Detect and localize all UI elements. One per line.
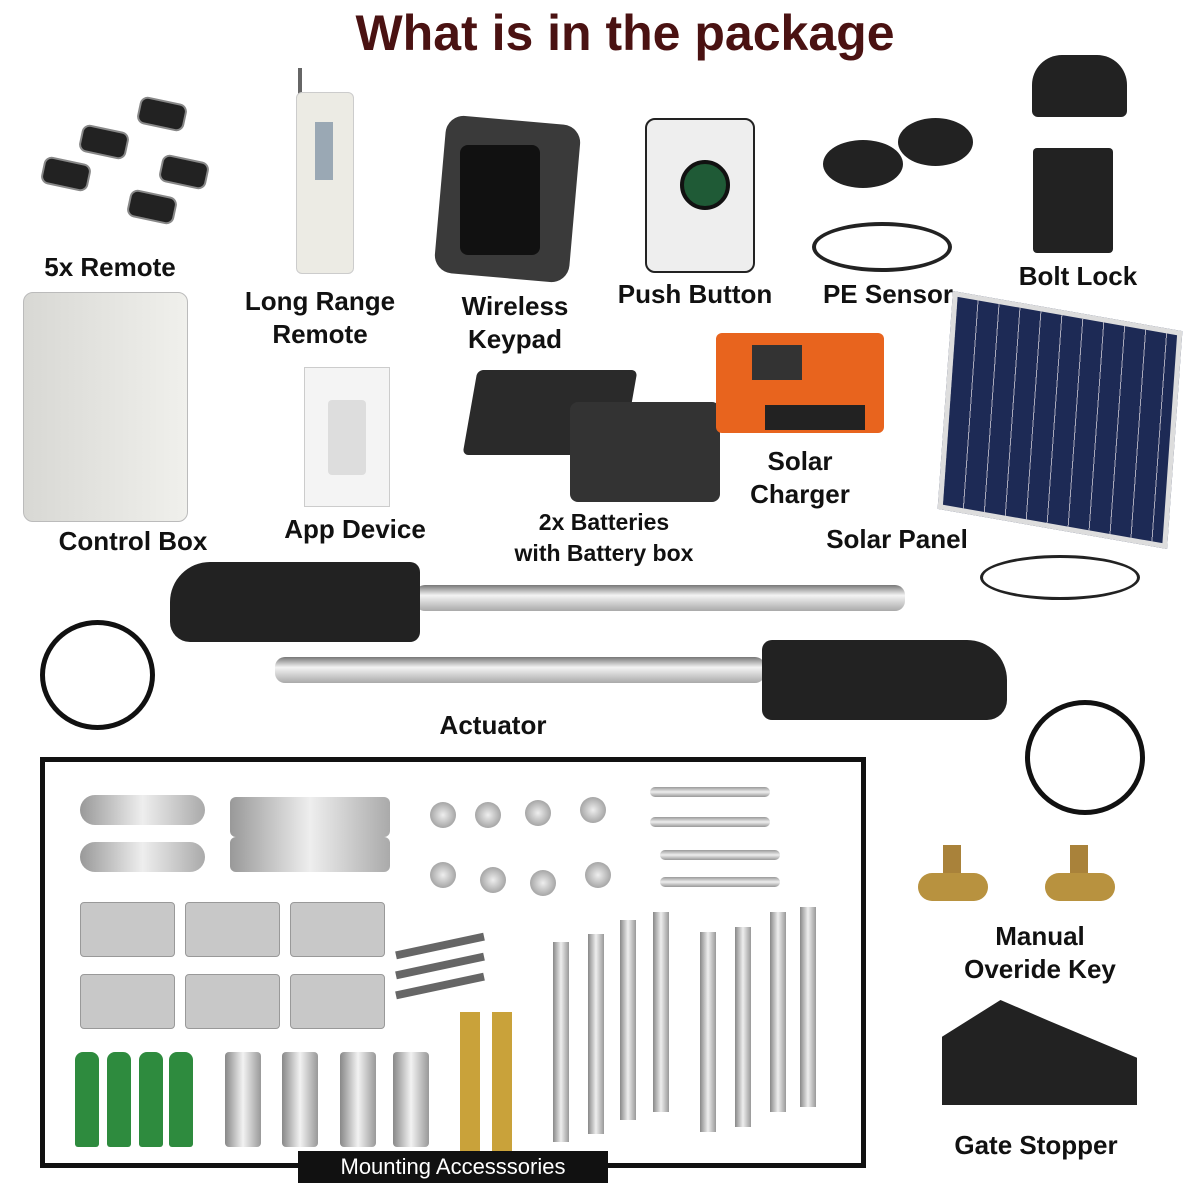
label-remotes: 5x Remote [44, 252, 176, 282]
page-title: What is in the package [355, 5, 895, 61]
label-push-button: Push Button [617, 279, 773, 309]
label-actuator: Actuator [439, 710, 547, 740]
label-solar-panel: Solar Panel [826, 524, 968, 554]
label-pe-sensor: PE Sensor [822, 279, 954, 309]
label-app-device: App Device [284, 514, 426, 544]
mounting-accessories-box [40, 757, 866, 1168]
control-box-image [23, 292, 188, 522]
gate-stopper-image [942, 1000, 1137, 1105]
label-gate-stopper: Gate Stopper [954, 1130, 1118, 1160]
label-mounting-accessories: Mounting Accesssories [298, 1151, 608, 1183]
label-bolt-lock: Bolt Lock [1018, 261, 1138, 291]
label-control-box: Control Box [58, 526, 208, 556]
